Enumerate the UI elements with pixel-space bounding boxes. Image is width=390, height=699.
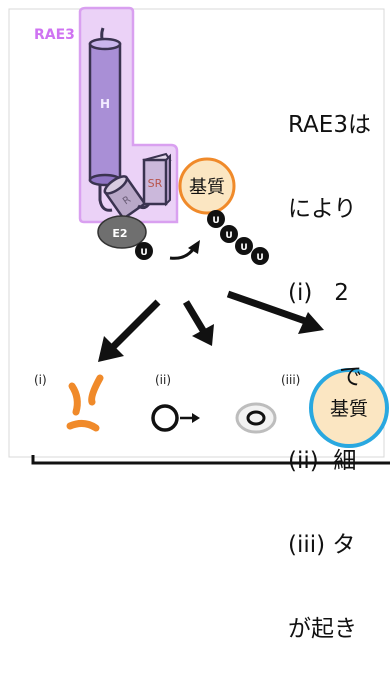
sr-domain-label: SR — [148, 177, 163, 190]
outcome-substrate-label: 基質 — [330, 398, 368, 420]
description-line-5: (ii) 細 — [288, 448, 357, 474]
e2-enzyme: E2 — [97, 215, 147, 249]
svg-text:U: U — [256, 253, 263, 263]
svg-text:U: U — [140, 248, 147, 258]
description-line-4: で — [288, 364, 363, 390]
diagram-stage: H R SR 基質 E2 U — [8, 6, 390, 642]
panel-border — [8, 8, 385, 458]
description-line-1: RAE3は — [288, 112, 371, 138]
description-text: RAE3は により (i) 2 で (ii) 細 (iii) タ が起き — [288, 55, 390, 699]
description-line-3: (i) 2 — [288, 280, 349, 306]
ubiquitin-4: U — [251, 247, 269, 265]
r-domain-cylinder: R — [103, 175, 147, 221]
outcome-arrow-i — [98, 299, 161, 362]
description-line-2: により — [288, 196, 357, 222]
ubiquitin-e2: U — [135, 242, 153, 260]
outcome-arrow-ii — [182, 300, 214, 346]
stabilized-substrate-icon: 基質 — [309, 368, 389, 448]
h-domain-cylinder: H — [88, 37, 122, 187]
svg-text:U: U — [212, 216, 219, 226]
transfer-arrow — [169, 240, 200, 260]
e2-label: E2 — [112, 227, 127, 240]
outcome-label-iii: (iii) — [281, 373, 301, 387]
ubiquitin-1: U — [207, 210, 225, 228]
description-line-7: が起き — [288, 616, 357, 642]
linker-line — [98, 90, 113, 212]
substrate-circle: 基質 — [178, 157, 236, 215]
h-domain-label: H — [100, 97, 110, 111]
ubiquitin-3: U — [235, 237, 253, 255]
ubiquitin-2: U — [220, 225, 238, 243]
sr-domain-box: SR — [142, 152, 172, 207]
outcome-label-i: (i) — [34, 373, 47, 387]
svg-text:U: U — [225, 231, 232, 241]
bottom-bracket — [31, 455, 390, 465]
diagram-canvas: H R SR 基質 E2 U — [8, 6, 390, 465]
outcome-label-ii: (ii) — [155, 373, 172, 387]
description-line-6: (iii) タ — [288, 532, 356, 558]
relocation-icon — [151, 402, 277, 434]
rae3-label: RAE3 — [34, 27, 75, 43]
fragmented-substrate-icon — [66, 374, 104, 432]
outcome-arrow-iii — [226, 290, 324, 334]
svg-text:U: U — [240, 243, 247, 253]
substrate-label: 基質 — [189, 177, 225, 198]
ubiquitin-chain: U U U U — [207, 210, 269, 265]
